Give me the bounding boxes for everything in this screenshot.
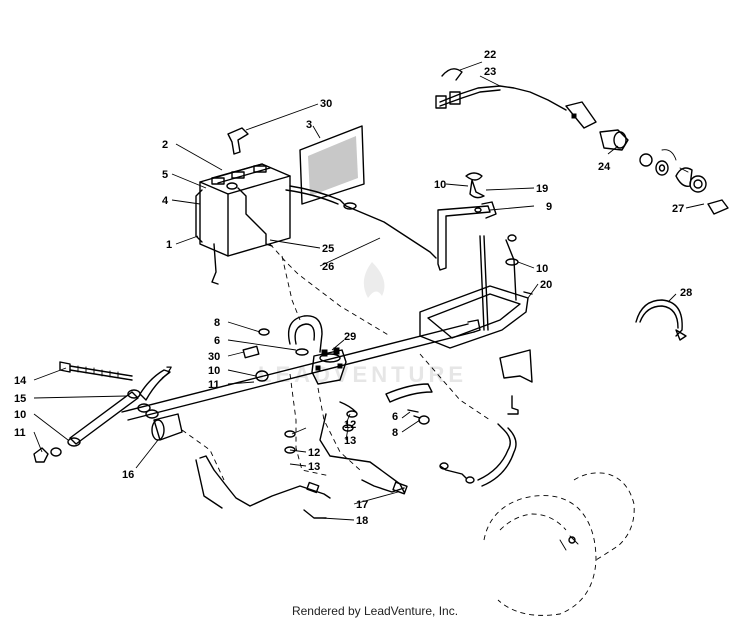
callout-10-c: 10 bbox=[208, 365, 220, 377]
callout-10-d: 10 bbox=[14, 409, 26, 421]
callout-10-b: 10 bbox=[536, 263, 548, 275]
retaining-clip bbox=[635, 299, 687, 341]
drive-shaft bbox=[121, 319, 481, 421]
callout-9: 9 bbox=[546, 201, 552, 213]
callout-26: 26 bbox=[322, 261, 334, 273]
callout-13-b: 13 bbox=[308, 461, 320, 473]
leader-lines bbox=[33, 61, 705, 521]
battery-cover bbox=[299, 125, 365, 205]
callout-7: 7 bbox=[166, 365, 172, 377]
callout-8-a: 8 bbox=[214, 317, 220, 329]
callout-23: 23 bbox=[484, 66, 496, 78]
wing-clip bbox=[465, 172, 485, 199]
linkage bbox=[33, 361, 225, 481]
credit-line: Rendered by LeadVenture, Inc. bbox=[291, 604, 459, 618]
callout-18: 18 bbox=[356, 515, 368, 527]
solenoid bbox=[311, 347, 347, 385]
wiring-harness bbox=[195, 373, 408, 519]
callout-30: 30 bbox=[320, 98, 332, 110]
callout-11-a: 11 bbox=[208, 379, 220, 391]
ignition-switch bbox=[639, 149, 729, 215]
callout-3: 3 bbox=[306, 119, 312, 131]
callout-13-a: 13 bbox=[344, 435, 356, 447]
callout-12-b: 12 bbox=[308, 447, 320, 459]
callout-6-a: 6 bbox=[214, 335, 220, 347]
callout-22: 22 bbox=[484, 49, 496, 61]
callout-24: 24 bbox=[598, 161, 611, 173]
callout-17: 17 bbox=[356, 499, 368, 511]
callout-19: 19 bbox=[536, 183, 548, 195]
cable-right bbox=[385, 383, 433, 425]
callout-15: 15 bbox=[14, 393, 26, 405]
callout-20: 20 bbox=[540, 279, 552, 291]
callout-11-b: 11 bbox=[14, 427, 26, 439]
callout-30-b: 30 bbox=[208, 351, 220, 363]
watermark: LEADVENTURE bbox=[258, 262, 467, 387]
callout-4: 4 bbox=[162, 195, 169, 207]
vent-tube bbox=[227, 127, 249, 155]
callout-28: 28 bbox=[680, 287, 692, 299]
battery-strap bbox=[237, 187, 273, 247]
callout-1: 1 bbox=[166, 239, 172, 251]
callout-12-a: 12 bbox=[344, 419, 356, 431]
engine-housing bbox=[483, 472, 635, 616]
callout-27: 27 bbox=[672, 203, 684, 215]
ground-strap-loop bbox=[242, 315, 323, 382]
battery-cables bbox=[269, 185, 437, 337]
key-switch-wire bbox=[435, 68, 629, 151]
callouts: 30 3 2 5 4 1 25 26 10 19 9 10 20 22 23 2… bbox=[14, 49, 692, 527]
callout-6-b: 6 bbox=[392, 411, 398, 423]
callout-5: 5 bbox=[162, 169, 168, 181]
callout-29: 29 bbox=[344, 331, 356, 343]
callout-14: 14 bbox=[14, 375, 27, 387]
callout-2: 2 bbox=[162, 139, 168, 151]
battery bbox=[195, 163, 291, 285]
callout-25: 25 bbox=[322, 243, 334, 255]
callout-16: 16 bbox=[122, 469, 134, 481]
starter-cable bbox=[419, 353, 517, 487]
callout-10-a: 10 bbox=[434, 179, 446, 191]
watermark-text: LEADVENTURE bbox=[258, 362, 467, 387]
battery-bracket bbox=[437, 201, 497, 271]
callout-8-b: 8 bbox=[392, 427, 398, 439]
battery-tray bbox=[419, 234, 533, 415]
